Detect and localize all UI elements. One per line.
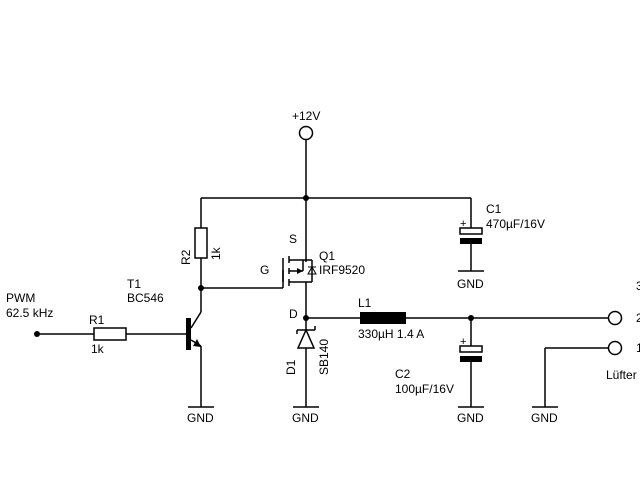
source-label: S	[289, 232, 297, 246]
pwm-freq: 62.5 kHz	[6, 306, 53, 320]
c2-name: C2	[395, 367, 411, 381]
l1-value: 330µH 1.4 A	[358, 327, 424, 341]
resistor-r1: R1 1k	[89, 313, 127, 356]
inductor-l1: L1 330µH 1.4 A	[358, 296, 424, 341]
c2-plus: +	[460, 336, 466, 348]
supply-label: +12V	[292, 109, 320, 123]
svg-text:GND: GND	[457, 411, 484, 425]
c1-value: 470µF/16V	[486, 217, 545, 231]
r2-name: R2	[179, 249, 193, 265]
mosfet-q1: G S D Q1 IRF9520	[260, 232, 365, 321]
r1-name: R1	[89, 313, 105, 327]
q1-part: IRF9520	[319, 263, 365, 277]
pin3-label: 3	[636, 279, 640, 293]
pin1-terminal	[607, 340, 623, 356]
pwm-input: PWM 62.5 kHz	[6, 291, 53, 320]
diode-d1: D1 SB140	[284, 326, 331, 375]
transistor-t1: T1 BC546	[127, 277, 202, 350]
wires	[37, 140, 609, 407]
junctions	[34, 195, 474, 337]
pin2-label: 2	[636, 311, 640, 325]
capacitor-c1: + C1 470µF/16V	[459, 202, 545, 244]
d1-part: SB140	[317, 339, 331, 375]
gnd-t1: GND	[187, 406, 214, 425]
capacitor-c2: + C2 100µF/16V	[395, 336, 483, 396]
resistor-r2: R2 1k	[179, 227, 223, 265]
supply-terminal: +12V	[292, 109, 320, 141]
l1-name: L1	[358, 296, 372, 310]
c1-name: C1	[486, 202, 502, 216]
c1-plus: +	[460, 218, 466, 230]
pin2-terminal	[607, 310, 623, 326]
t1-part: BC546	[127, 291, 164, 305]
gnd-c2: GND	[457, 406, 484, 425]
gnd-d1: GND	[292, 406, 319, 425]
gnd-c1: GND	[457, 270, 484, 291]
pwm-name: PWM	[6, 291, 35, 305]
d1-name: D1	[284, 359, 298, 375]
svg-text:GND: GND	[292, 411, 319, 425]
gate-label: G	[260, 263, 269, 277]
svg-text:GND: GND	[531, 411, 558, 425]
t1-name: T1	[127, 277, 141, 291]
q1-name: Q1	[319, 249, 335, 263]
drain-label: D	[289, 307, 298, 321]
c2-value: 100µF/16V	[395, 382, 454, 396]
svg-text:GND: GND	[457, 277, 484, 291]
fan-label: Lüfter	[606, 368, 637, 382]
r2-value: 1k	[209, 246, 223, 260]
fan-connector: 3 2 1 Lüfter	[606, 279, 640, 382]
gnd-fan: GND	[531, 406, 558, 425]
r1-value: 1k	[91, 342, 105, 356]
svg-text:GND: GND	[187, 411, 214, 425]
pin1-label: 1	[636, 341, 640, 355]
